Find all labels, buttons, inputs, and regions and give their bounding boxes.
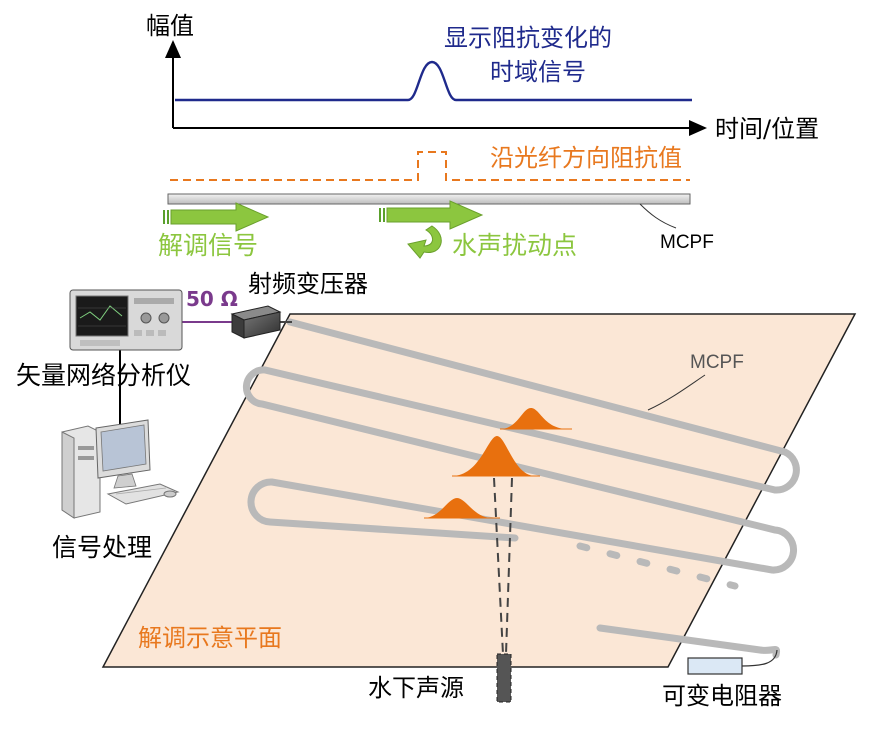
plane-label: 解调示意平面 <box>138 624 282 652</box>
pulse-top <box>500 408 568 429</box>
fiber-dotted-segment <box>576 542 739 590</box>
demod-plane-group: 解调示意平面 <box>101 313 857 668</box>
signal-label-line2: 时域信号 <box>490 58 586 86</box>
transformer-label: 射频变压器 <box>248 270 368 298</box>
desktop-computer-icon: 信号处理 <box>52 419 180 562</box>
fiber-label-bottom: MCPF <box>690 352 744 373</box>
fiber-label-top: MCPF <box>660 232 714 253</box>
pulse-main <box>452 436 535 476</box>
time-domain-plot: 幅值 时间/位置 显示阻抗变化的 时域信号 <box>146 12 819 143</box>
fiber-leader-line <box>639 203 677 229</box>
rf-transformer-box-icon: 射频变压器 <box>230 270 368 339</box>
source-label: 水下声源 <box>368 674 464 702</box>
impedance-label: 沿光纤方向阻抗值 <box>490 144 682 172</box>
demod-arrow-icon <box>170 202 270 232</box>
disturb-arrow-icon <box>386 200 484 230</box>
pulse-lower <box>424 498 492 518</box>
variable-resistor-icon <box>687 657 743 675</box>
y-axis-label: 幅值 <box>146 12 194 40</box>
signal-label-line1: 显示阻抗变化的 <box>444 24 612 52</box>
vector-network-analyzer-icon: 矢量网络分析仪 <box>16 289 191 390</box>
computer-label: 信号处理 <box>52 533 152 562</box>
disturb-label: 水声扰动点 <box>452 231 577 260</box>
fiber-coil <box>243 318 800 574</box>
curl-arrow-icon <box>407 225 442 259</box>
demod-label: 解调信号 <box>158 231 258 260</box>
fiber-leader-bottom <box>647 374 706 411</box>
fiber-bar <box>167 193 691 205</box>
resistor-label: 可变电阻器 <box>662 682 782 710</box>
impedance-trace-group: 沿光纤方向阻抗值 <box>170 144 690 181</box>
disturb-arrow-group: 水声扰动点 <box>379 200 577 260</box>
sound-source-icon <box>496 653 512 703</box>
demod-arrow-group: 解调信号 <box>158 202 270 260</box>
pulses <box>424 408 572 519</box>
impedance-trace <box>170 151 690 181</box>
impedance-value: 50 Ω <box>186 287 238 311</box>
demod-plane <box>101 313 857 668</box>
time-domain-signal <box>175 60 692 102</box>
source-rays: 水下声源 <box>368 477 513 703</box>
analyzer-label: 矢量网络分析仪 <box>16 361 191 390</box>
x-axis-label: 时间/位置 <box>715 115 819 143</box>
resistor-group: 可变电阻器 <box>662 649 782 710</box>
fiber-bar-group: MCPF <box>167 193 714 253</box>
